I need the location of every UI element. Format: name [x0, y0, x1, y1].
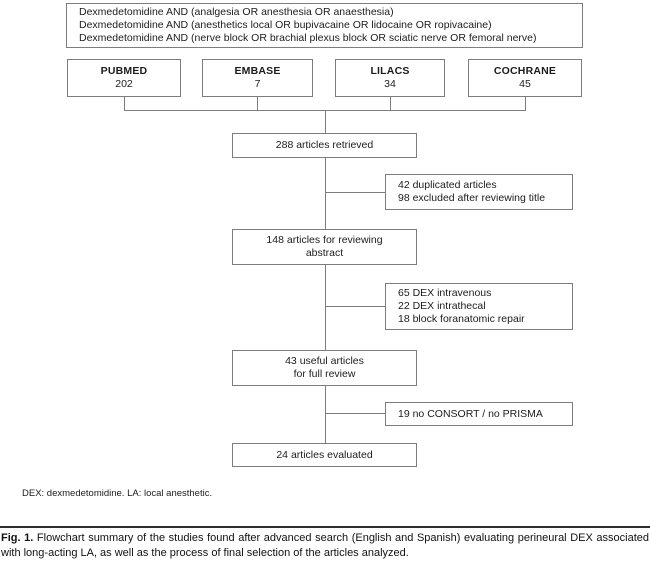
evaluated-box: 24 articles evaluated [232, 443, 417, 467]
database-name-lilacs: LILACS [370, 65, 410, 77]
database-box-cochrane: COCHRANE 45 [468, 59, 582, 97]
connector-stub-pubmed [124, 96, 125, 111]
database-name-pubmed: PUBMED [100, 65, 148, 77]
retrieved-label: 288 articles retrieved [275, 139, 374, 151]
figure-caption-text: Flowchart summary of the studies found a… [1, 532, 650, 559]
excluded-abstract-line-3: 18 block foranatomic repair [398, 313, 525, 325]
excluded-full-line-1: 19 no CONSORT / no PRISMA [398, 407, 543, 420]
abstract-review-line-2: abstract [305, 247, 344, 259]
excluded-abstract-line-2: 22 DEX intrathecal [398, 300, 486, 312]
search-query-line-3: Dexmedetomidine AND (nerve block OR brac… [79, 32, 537, 44]
connector-branch-excluded-full [325, 413, 385, 414]
search-query-box: Dexmedetomidine AND (analgesia OR anesth… [66, 3, 583, 48]
full-review-box: 43 useful articles for full review [232, 350, 417, 386]
connector-stub-lilacs [390, 96, 391, 111]
full-review-line-2: for full review [293, 368, 356, 380]
excluded-abstract-box: 65 DEX intravenous 22 DEX intrathecal 18… [385, 283, 573, 330]
database-box-lilacs: LILACS 34 [335, 59, 445, 97]
connector-stub-embase [257, 96, 258, 111]
connector-abstract-to-full [325, 264, 326, 350]
search-query-line-1: Dexmedetomidine AND (analgesia OR anesth… [79, 6, 394, 18]
excluded-title-line-2: 98 excluded after reviewing title [398, 192, 546, 204]
abbreviations-footnote: DEX: dexmedetomidine. LA: local anesthet… [22, 488, 213, 499]
caption-divider [0, 526, 650, 528]
excluded-full-box: 19 no CONSORT / no PRISMA [385, 402, 573, 426]
connector-full-to-evaluated [325, 385, 326, 443]
database-name-embase: EMBASE [234, 65, 281, 77]
connector-branch-excluded-title [325, 192, 385, 193]
search-query-line-2: Dexmedetomidine AND (anesthetics local O… [79, 19, 492, 31]
database-name-cochrane: COCHRANE [493, 65, 557, 77]
abstract-review-box: 148 articles for reviewing abstract [232, 229, 417, 265]
database-box-pubmed: PUBMED 202 [67, 59, 181, 97]
database-count-lilacs: 34 [384, 78, 396, 90]
abstract-review-line-1: 148 articles for reviewing [266, 234, 383, 246]
figure-caption-label: Fig. 1. [1, 532, 34, 544]
figure-caption: Fig. 1. Flowchart summary of the studies… [1, 531, 649, 560]
full-review-line-1: 43 useful articles [285, 355, 364, 367]
connector-branch-excluded-abstract [325, 306, 385, 307]
excluded-title-line-1: 42 duplicated articles [398, 179, 497, 191]
connector-retrieved-to-abstract [325, 157, 326, 229]
evaluated-label: 24 articles evaluated [276, 448, 373, 461]
database-box-embase: EMBASE 7 [202, 59, 313, 97]
database-count-embase: 7 [254, 78, 261, 90]
connector-drop-retrieved [325, 110, 326, 133]
retrieved-box: 288 articles retrieved [232, 133, 417, 158]
database-count-pubmed: 202 [115, 78, 133, 90]
excluded-abstract-line-1: 65 DEX intravenous [398, 287, 492, 299]
connector-stub-cochrane [525, 96, 526, 111]
excluded-title-box: 42 duplicated articles 98 excluded after… [385, 174, 573, 210]
database-count-cochrane: 45 [519, 78, 531, 90]
